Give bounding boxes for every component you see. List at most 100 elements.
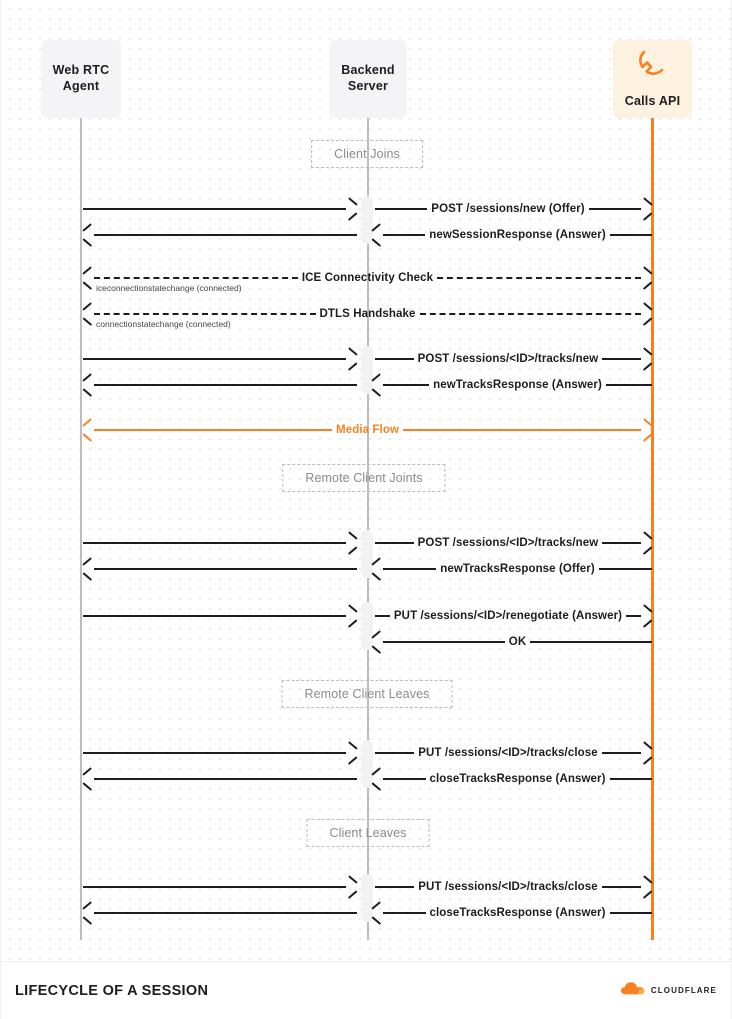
message-new-tracks-response-answer: newTracksResponse (Answer) (372, 377, 652, 393)
message-label: POST /sessions/<ID>/tracks/new (417, 353, 599, 365)
message-put-renegotiate: PUT /sessions/<ID>/renegotiate (Answer) (375, 608, 652, 624)
arrowhead-right-icon (641, 271, 652, 285)
message-post-tracks-new-remote: POST /sessions/<ID>/tracks/new (375, 535, 652, 551)
cloudflare-logo: CLOUDFLARE (620, 981, 717, 1001)
actor-backend-server-label: Backend Server (341, 63, 395, 93)
message-label: OK (508, 636, 527, 648)
message-row (83, 879, 357, 895)
message-ice-connectivity-check: ICE Connectivity Check (83, 270, 652, 286)
message-media-flow: Media Flow (83, 422, 652, 438)
message-row (83, 745, 357, 761)
arrowhead-left-icon (83, 423, 94, 437)
message-row (83, 905, 357, 921)
message-close-tracks-response: closeTracksResponse (Answer) (372, 905, 653, 921)
message-dtls-handshake: DTLS Handshake (83, 306, 652, 322)
cloud-icon (620, 981, 646, 1001)
page-title: LIFECYCLE OF A SESSION (15, 982, 209, 999)
message-label: ICE Connectivity Check (301, 272, 434, 284)
arrowhead-right-icon (346, 202, 357, 216)
message-label: newTracksResponse (Answer) (433, 379, 602, 391)
message-row (83, 201, 357, 217)
message-label: POST /sessions/<ID>/tracks/new (417, 537, 599, 549)
lifeline-backend-server (367, 118, 369, 940)
arrowhead-right-icon (346, 536, 357, 550)
arrowhead-left-icon (372, 635, 383, 649)
arrowhead-left-icon (372, 906, 383, 920)
message-label: DTLS Handshake (319, 308, 416, 320)
arrowhead-right-icon (641, 609, 652, 623)
arrowhead-left-icon (372, 228, 383, 242)
message-close-tracks-response-remote: closeTracksResponse (Answer) (372, 771, 653, 787)
section-label-client-leaves: Client Leaves (306, 819, 430, 847)
message-new-session-response: newSessionResponse (Answer) (372, 227, 652, 243)
arrowhead-right-icon (641, 352, 652, 366)
message-label: newTracksResponse (Offer) (440, 563, 595, 575)
brand-wordmark: CLOUDFLARE (650, 986, 717, 995)
arrowhead-right-icon (346, 746, 357, 760)
message-label: Media Flow (336, 424, 399, 436)
activation-bar (361, 196, 373, 244)
arrowhead-right-icon (641, 423, 652, 437)
lifeline-webrtc-agent (80, 118, 82, 940)
arrowhead-right-icon (641, 202, 652, 216)
message-label: PUT /sessions/<ID>/renegotiate (Answer) (393, 610, 623, 622)
actor-calls-api-label: Calls API (624, 93, 681, 108)
arrowhead-left-icon (372, 772, 383, 786)
message-new-tracks-response-offer: newTracksResponse (Offer) (372, 561, 653, 577)
arrowhead-right-icon (641, 746, 652, 760)
activation-bar (361, 740, 373, 788)
arrowhead-left-icon (83, 906, 94, 920)
message-row (83, 377, 357, 393)
message-label: closeTracksResponse (Answer) (429, 907, 606, 919)
actor-webrtc-agent-label: Web RTC Agent (52, 63, 110, 93)
arrowhead-right-icon (346, 880, 357, 894)
message-row (83, 608, 357, 624)
arrowhead-right-icon (641, 307, 652, 321)
actor-webrtc-agent: Web RTC Agent (41, 40, 121, 118)
arrowhead-left-icon (372, 378, 383, 392)
arrowhead-left-icon (83, 271, 94, 285)
arrowhead-right-icon (346, 609, 357, 623)
arrowhead-left-icon (83, 307, 94, 321)
actor-backend-server: Backend Server (329, 40, 407, 118)
message-label: PUT /sessions/<ID>/tracks/close (418, 881, 598, 893)
arrowhead-right-icon (641, 536, 652, 550)
message-ok: OK (372, 634, 653, 650)
phone-icon (633, 49, 673, 88)
message-post-tracks-new: POST /sessions/<ID>/tracks/new (375, 351, 652, 367)
message-put-tracks-close-remote: PUT /sessions/<ID>/tracks/close (375, 745, 652, 761)
message-put-tracks-close: PUT /sessions/<ID>/tracks/close (375, 879, 652, 895)
section-label-text: Remote Client Joints (305, 471, 423, 485)
lifeline-calls-api (651, 118, 654, 940)
message-row (83, 771, 357, 787)
arrowhead-right-icon (641, 880, 652, 894)
message-post-sessions-new: POST /sessions/new (Offer) (375, 201, 652, 217)
message-caption: iceconnectionstatechange (connected) (96, 283, 242, 293)
section-label-text: Remote Client Leaves (304, 687, 430, 701)
section-label-text: Client Joins (334, 147, 400, 161)
message-row (83, 351, 357, 367)
message-label: PUT /sessions/<ID>/tracks/close (418, 747, 598, 759)
section-label-text: Client Leaves (329, 826, 407, 840)
activation-bar (361, 346, 373, 394)
message-row (83, 227, 357, 243)
activation-bar (361, 530, 373, 578)
arrowhead-left-icon (83, 562, 94, 576)
arrowhead-left-icon (83, 772, 94, 786)
arrowhead-left-icon (372, 562, 383, 576)
section-label-remote-client-joins: Remote Client Joints (282, 464, 446, 492)
message-row (83, 561, 357, 577)
section-label-remote-client-leaves: Remote Client Leaves (281, 680, 453, 708)
activation-bar (361, 602, 373, 650)
message-label: closeTracksResponse (Answer) (429, 773, 606, 785)
footer: LIFECYCLE OF A SESSION CLOUDFLARE (1, 961, 731, 1019)
section-label-client-joins: Client Joins (311, 140, 423, 168)
message-row (83, 535, 357, 551)
message-caption: connectionstatechange (connected) (96, 319, 231, 329)
actor-calls-api: Calls API (613, 40, 692, 118)
message-label: newSessionResponse (Answer) (429, 229, 606, 241)
arrowhead-left-icon (83, 378, 94, 392)
arrowhead-left-icon (83, 228, 94, 242)
arrowhead-right-icon (346, 352, 357, 366)
